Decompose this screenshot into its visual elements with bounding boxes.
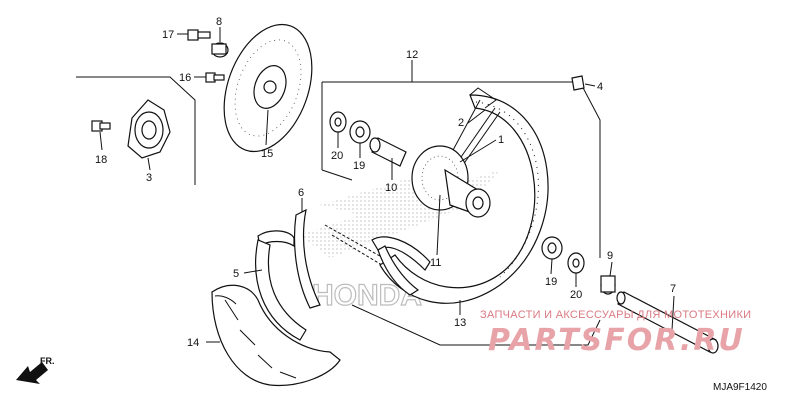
callout-8: 8 <box>216 16 222 28</box>
dust-seal-20-left <box>329 111 347 133</box>
callout-6: 6 <box>298 187 304 199</box>
callout-3: 3 <box>146 172 152 184</box>
watermark-brand: PARTSFOR.RU <box>488 323 745 358</box>
hub-cover <box>127 99 171 159</box>
callout-13: 13 <box>454 317 466 329</box>
callout-18: 18 <box>95 154 107 166</box>
callout-19-right: 19 <box>545 276 557 288</box>
front-arrow-label: FR. <box>40 356 55 366</box>
valve-cap-4 <box>571 75 585 91</box>
callout-20-left: 20 <box>331 150 343 162</box>
diagram-code: MJA9F1420 <box>713 382 767 393</box>
callout-20-right: 20 <box>570 289 582 301</box>
callout-2: 2 <box>458 117 464 129</box>
dust-seal-20-right <box>567 252 585 274</box>
axle-7 <box>616 291 719 354</box>
bolt-16 <box>205 72 225 83</box>
side-collar-9 <box>600 275 616 295</box>
inner-tube <box>255 230 307 341</box>
tire <box>211 284 341 387</box>
rim-band <box>371 236 431 296</box>
wheel-hub <box>411 99 501 218</box>
rim-strip <box>293 208 321 309</box>
callout-5: 5 <box>233 268 239 280</box>
bearing-19-right <box>541 236 563 260</box>
callout-14: 14 <box>187 337 199 349</box>
callout-19-left: 19 <box>353 160 365 172</box>
leader-lines <box>99 27 675 343</box>
callout-9: 9 <box>607 250 613 262</box>
distance-collar-10 <box>369 137 407 167</box>
bolt-18 <box>91 120 111 132</box>
front-direction-arrow: FR. <box>16 356 55 384</box>
watermark-tagline: ЗАПЧАСТИ И АКСЕССУАРЫ ДЛЯ МОТОТЕХНИКИ <box>480 309 751 321</box>
watermark: ЗАПЧАСТИ И АКСЕССУАРЫ ДЛЯ МОТОТЕХНИКИ PA… <box>480 309 751 358</box>
callout-15: 15 <box>261 148 273 160</box>
callout-7: 7 <box>670 283 676 295</box>
bearing-19-left <box>349 120 371 144</box>
callout-4: 4 <box>597 81 603 93</box>
callout-17: 17 <box>162 29 174 41</box>
brake-disc <box>223 23 313 153</box>
callout-10: 10 <box>385 182 397 194</box>
callout-16: 16 <box>179 72 191 84</box>
collar-8 <box>211 42 229 58</box>
callout-1: 1 <box>498 134 504 146</box>
callout-12: 12 <box>406 49 418 61</box>
callout-11: 11 <box>430 257 441 269</box>
hub-frame-bracket <box>76 76 196 185</box>
bolt-17 <box>187 29 211 41</box>
callout-labels: 17 8 16 18 3 15 12 4 2 1 20 19 10 6 5 11… <box>95 16 676 349</box>
